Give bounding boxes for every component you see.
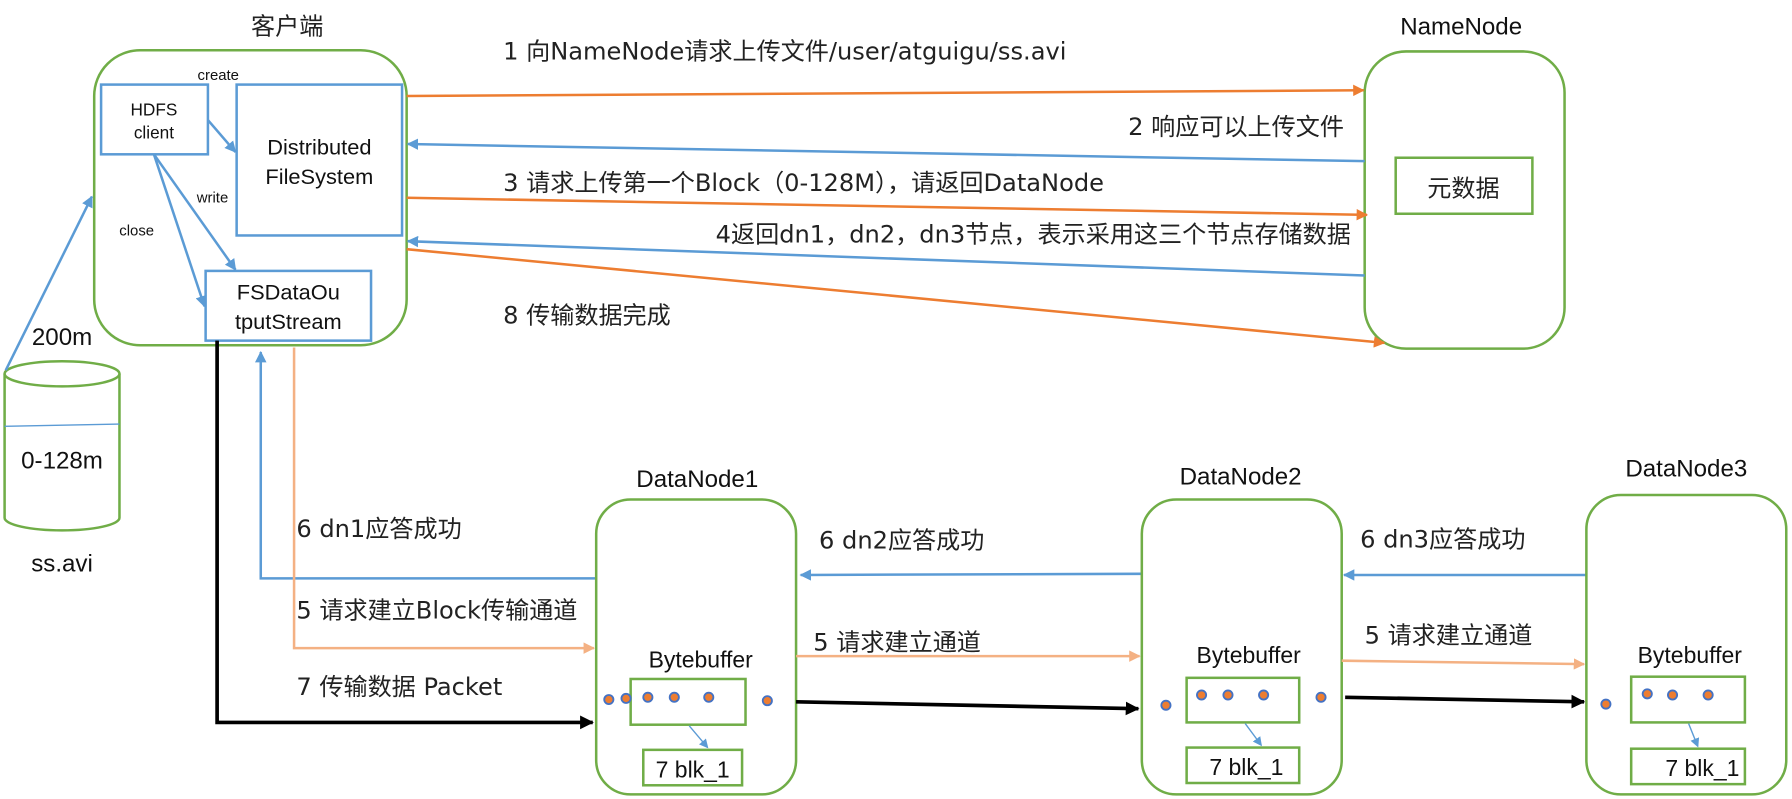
step2-label: 2 响应可以上传文件 [1128,113,1344,141]
dn2-dn3-messages: 6 dn3应答成功 5 请求建立通道 [1341,526,1587,709]
hdfs-client-component: HDFS client [99,83,210,156]
block-divider [4,423,120,428]
data-dn1-dn2-arrow [796,700,1140,716]
step8-label: 8 传输数据完成 [503,302,671,330]
client-title: 客户端 [251,12,323,40]
packet-dot [1160,699,1172,711]
packet-dot [761,695,773,707]
step6-dn1-arrow [255,350,597,580]
hdfs-client-label-line2: client [134,122,174,142]
close-label: close [119,224,154,240]
datanode-1: DataNode1 Bytebuffer 7 blk_1 [594,466,798,796]
datanode-3-buffer-box [1629,675,1747,724]
create-label: create [198,68,239,84]
step6-dn1-label: 6 dn1应答成功 [296,515,461,543]
fsdataoutputstream-label-line2: tputStream [235,309,342,334]
step5-dn1-label: 5 请求建立通道 [813,628,981,656]
datanode-2-box [1140,498,1343,796]
packet-dot [642,691,654,703]
metadata-box [1394,156,1534,216]
datanode-1-buffer-box [629,677,747,726]
datanode-1-title: DataNode1 [636,466,758,493]
step5-client-label: 5 请求建立Block传输通道 [296,596,577,624]
datanode-3-box [1585,493,1788,796]
packet-dot [703,691,715,703]
step3-arrow [406,196,1369,221]
step6-dn2-arrow [799,569,1142,581]
datanode-1-buffer-label: Bytebuffer [649,647,754,673]
close-arrow [152,153,207,308]
packet-dot [668,691,680,703]
dn1-dn2-messages: 6 dn2应答成功 5 请求建立通道 [796,527,1142,716]
step6-dn2-label: 6 dn2应答成功 [819,527,984,555]
data-dn2-dn3-arrow [1345,694,1586,709]
datanode-2-buffer-box [1185,676,1301,724]
cylinder-body [3,373,121,532]
client-node: 客户端 HDFS client Distributed FileSystem F… [92,12,408,347]
packet-dot [1702,689,1714,701]
distributed-filesystem-component: Distributed FileSystem [235,83,404,237]
datanode-1-block-label: 7 blk_1 [656,756,730,782]
datanode-2-buffer-label: Bytebuffer [1197,642,1302,668]
namenode-title: NameNode [1400,13,1522,40]
step5-client-arrow [292,347,596,654]
datanode-3-block-label: 7 blk_1 [1665,755,1739,781]
step5-dn2-label: 5 请求建立通道 [1365,622,1533,650]
packet-dot [1641,688,1653,700]
block-range-label: 0-128m [21,448,103,475]
datanode-2-block-label: 7 blk_1 [1209,754,1283,780]
fsdataoutputstream-box [204,269,373,342]
step8-arrow [406,247,1386,348]
datanode-2-title: DataNode2 [1180,464,1302,491]
distributed-filesystem-label-line1: Distributed [267,134,371,159]
packet-dot [1600,698,1612,710]
datanode-3-block-box [1629,747,1747,786]
datanode-3-title: DataNode3 [1625,456,1747,483]
hdfs-client-box [99,83,210,156]
step4-label: 4返回dn1，dn2，dn3节点，表示采用这三个节点存储数据 [716,220,1351,248]
datanode-3-flush-arrow [1687,723,1700,748]
datanode-1-block-box [642,748,744,787]
file-name-label: ss.avi [31,551,93,578]
datanode-2: DataNode2 Bytebuffer 7 blk_1 [1140,464,1343,796]
packet-dot [1667,689,1679,701]
fsdataoutputstream-component: FSDataOu tputStream [204,269,373,342]
step7-data-arrow [215,340,594,730]
file-cylinder: 0-128m 200m ss.avi [3,195,121,578]
metadata-label: 元数据 [1427,175,1499,203]
datanode-3: DataNode3 Bytebuffer 7 blk_1 [1585,456,1788,796]
packet-dot [1315,691,1327,703]
step4-arrow [406,235,1365,277]
datanode-2-flush-arrow [1244,723,1262,747]
datanode-2-block-box [1185,746,1301,785]
write-label: write [196,190,228,206]
client-namenode-messages: 1 向NameNode请求上传文件/user/atguigu/ss.avi 2 … [406,37,1386,348]
packet-dot [1196,689,1208,701]
file-size-label: 200m [32,324,92,351]
create-arrow [206,119,237,153]
cylinder-top [3,359,121,388]
packet-dot [1222,689,1234,701]
datanode-1-flush-arrow [688,725,709,749]
step7-label: 7 传输数据 Packet [296,673,502,701]
step5-dn2-arrow [1341,658,1586,670]
distributed-filesystem-label-line2: FileSystem [265,164,373,189]
client-datanode-messages: 6 dn1应答成功 5 请求建立Block传输通道 7 传输数据 Packet [215,340,597,730]
step6-dn3-label: 6 dn3应答成功 [1360,526,1525,554]
write-arrow [152,153,237,271]
packet-dot [603,694,615,706]
upload-arrow [4,195,94,371]
datanode-3-buffer-label: Bytebuffer [1638,642,1743,668]
step1-arrow [406,84,1365,98]
distributed-filesystem-box [235,83,404,237]
packet-dot [1258,689,1270,701]
fsdataoutputstream-label-line1: FSDataOu [237,280,340,305]
packet-dot [620,692,632,704]
step2-arrow [406,138,1365,163]
step1-label: 1 向NameNode请求上传文件/user/atguigu/ss.avi [503,37,1066,65]
namenode: NameNode 元数据 [1363,13,1566,350]
hdfs-client-label-line1: HDFS [130,99,177,119]
step3-label: 3 请求上传第一个Block（0-128M），请返回DataNode [503,169,1104,197]
